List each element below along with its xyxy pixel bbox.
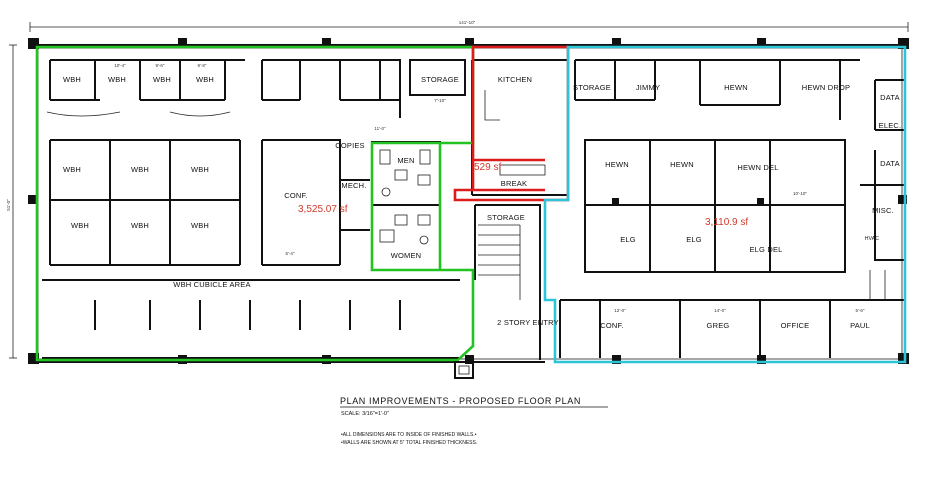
overall-dimensions: 141'-10" 51'-0" bbox=[6, 20, 909, 359]
room-label-men: MEN bbox=[397, 156, 414, 165]
room-label-conf-1: CONF. bbox=[284, 191, 308, 200]
room-label-copies: COPIES bbox=[335, 141, 365, 150]
room-dimension: 9'-8" bbox=[198, 63, 207, 68]
room-label-wbh-8: WBH bbox=[71, 221, 89, 230]
title-block: PLAN IMPROVEMENTS - PROPOSED FLOOR PLAN … bbox=[340, 396, 608, 446]
room-label-hewn-3: HEWN bbox=[670, 160, 694, 169]
room-label-data-1: DATA bbox=[880, 93, 900, 102]
room-label-elg-1: ELG bbox=[620, 235, 636, 244]
area-label-cyan: 3,110.9 sf bbox=[705, 217, 748, 228]
room-label-mech: MECH. bbox=[341, 181, 366, 190]
interior-walls-center bbox=[471, 59, 569, 360]
room-label-wbh-7: WBH bbox=[191, 165, 209, 174]
room-label-paul: PAUL bbox=[850, 321, 870, 330]
room-label-conf-2: CONF. bbox=[600, 321, 624, 330]
drawing-note-2: •WALLS ARE SHOWN AT 5" TOTAL FINISHED TH… bbox=[341, 440, 477, 446]
room-label-women: WOMEN bbox=[391, 251, 422, 260]
room-label-kitchen: KITCHEN bbox=[498, 75, 532, 84]
room-label-elec: ELEC. bbox=[879, 121, 902, 130]
room-dimension: 11'-0" bbox=[374, 126, 386, 131]
room-label-data-2: DATA bbox=[880, 159, 900, 168]
room-label-hewn-drop: HEWN DROP bbox=[802, 83, 850, 92]
room-label-wbh-4: WBH bbox=[196, 75, 214, 84]
room-label-greg: GREG bbox=[707, 321, 730, 330]
room-dimension: 7'-10" bbox=[434, 98, 446, 103]
room-label-wbh-3: WBH bbox=[153, 75, 171, 84]
zone-red-outline bbox=[453, 45, 570, 202]
room-label-wbh-6: WBH bbox=[131, 165, 149, 174]
room-label-storage-1: STORAGE bbox=[421, 75, 459, 84]
room-label-storage-2: STORAGE bbox=[573, 83, 611, 92]
drawing-note-1: •ALL DIMENSIONS ARE TO INSIDE OF FINISHE… bbox=[341, 432, 477, 438]
drawing-scale: SCALE: 3/16"=1'-0" bbox=[341, 411, 389, 417]
exterior-walls bbox=[35, 44, 906, 363]
room-dimension: 5'-6" bbox=[856, 308, 865, 313]
overall-height-dimension: 51'-0" bbox=[6, 199, 11, 211]
zone-outlines bbox=[35, 45, 907, 364]
area-label-red: 529 sf bbox=[474, 162, 501, 173]
room-label-wbh-1: WBH bbox=[63, 75, 81, 84]
room-label-break: BREAK bbox=[501, 179, 527, 188]
room-label-misc: MISC. bbox=[872, 206, 894, 215]
room-dimension: 9'-6" bbox=[156, 63, 165, 68]
room-label-wbh-2: WBH bbox=[108, 75, 126, 84]
room-dimension: 12'-0" bbox=[614, 308, 626, 313]
room-dimension: 5'-4" bbox=[286, 251, 295, 256]
room-label-hewn-1: HEWN bbox=[724, 83, 748, 92]
room-label-hewn-del: HEWN DEL bbox=[737, 163, 778, 172]
area-annotations: 3,525.07 sf 529 sf 3,110.9 sf bbox=[298, 162, 748, 228]
zone-cyan-outline bbox=[543, 45, 907, 364]
room-label-hvac: HVAC bbox=[865, 236, 880, 242]
zone-green-outline bbox=[35, 45, 475, 362]
room-label-office: OFFICE bbox=[781, 321, 810, 330]
entry-vestibule bbox=[454, 361, 474, 379]
room-label-jimmy: JIMMY bbox=[636, 83, 660, 92]
area-label-green: 3,525.07 sf bbox=[298, 204, 348, 215]
room-label-two-story-entry: 2 STORY ENTRY bbox=[497, 318, 559, 327]
room-label-wbh-cubicle-area: WBH CUBICLE AREA bbox=[173, 280, 250, 289]
room-labels: WBH WBH WBH WBH WBH WBH WBH WBH WBH WBH … bbox=[63, 75, 901, 330]
room-dimension: 14'-0" bbox=[714, 308, 726, 313]
room-label-wbh-10: WBH bbox=[191, 221, 209, 230]
room-dimension: 10'-4" bbox=[114, 63, 126, 68]
room-label-elg-2: ELG bbox=[686, 235, 702, 244]
room-label-elg-del: ELG DEL bbox=[749, 245, 782, 254]
room-label-wbh-9: WBH bbox=[131, 221, 149, 230]
drawing-title: PLAN IMPROVEMENTS - PROPOSED FLOOR PLAN bbox=[340, 396, 581, 406]
overall-width-dimension: 141'-10" bbox=[459, 20, 476, 25]
room-label-hewn-2: HEWN bbox=[605, 160, 629, 169]
room-dimension: 10'-10" bbox=[793, 191, 807, 196]
room-dimensions: 10'-4" 9'-6" 9'-8" 11'-0" 5'-4" 7'-10" 1… bbox=[114, 63, 865, 313]
interior-walls-left bbox=[42, 59, 466, 359]
room-label-wbh-5: WBH bbox=[63, 165, 81, 174]
interior-walls-right bbox=[559, 59, 905, 358]
room-label-storage-3: STORAGE bbox=[487, 213, 525, 222]
